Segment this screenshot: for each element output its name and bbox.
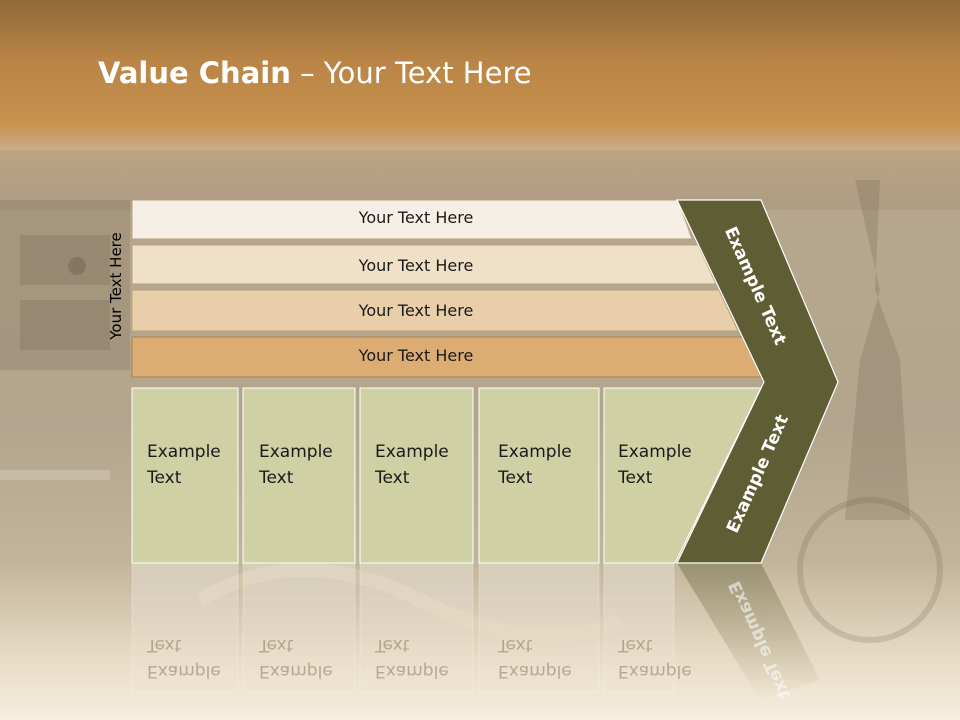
box-text-2-line1: Example	[259, 442, 333, 462]
box-2	[242, 387, 356, 564]
box-text-4-reflection-line1: Example	[498, 661, 572, 681]
box-reflection-4	[478, 562, 600, 694]
band-2	[131, 244, 717, 285]
box-reflection-2	[242, 562, 356, 694]
box-text-1-reflection: Example Text	[147, 632, 221, 684]
chevron-arrow	[676, 199, 839, 564]
box-text-5-line2: Text	[618, 468, 653, 488]
band-label-4: Your Text Here	[358, 346, 474, 365]
box-reflection-1	[131, 562, 239, 694]
reflection-group	[131, 562, 820, 700]
box-4	[478, 387, 600, 564]
box-text-2-reflection-line2: Text	[259, 635, 294, 655]
box-text-4-line2: Text	[498, 468, 533, 488]
band-1	[131, 199, 693, 240]
box-text-5-reflection: Example Text	[618, 632, 692, 684]
box-text-1-line1: Example	[147, 442, 221, 462]
box-reflection-5	[603, 562, 675, 694]
page-title: Value Chain – Your Text Here	[98, 56, 532, 90]
box-text-3-line1: Example	[375, 442, 449, 462]
box-text-4-reflection-line2: Text	[498, 635, 533, 655]
box-text-3-reflection: Example Text	[375, 632, 449, 684]
box-text-5-reflection-line1: Example	[618, 661, 692, 681]
box-text-3-reflection-line1: Example	[375, 661, 449, 681]
box-text-3-reflection-line2: Text	[375, 635, 410, 655]
box-5	[603, 387, 762, 564]
box-text-3-line2: Text	[375, 468, 410, 488]
title-bold: Value Chain	[98, 56, 291, 90]
box-text-2-line2: Text	[259, 468, 294, 488]
box-1	[131, 387, 239, 564]
box-3	[359, 387, 474, 564]
box-text-1-line2: Text	[147, 468, 182, 488]
box-text-5-line1: Example	[618, 442, 692, 462]
box-text-2-reflection: Example Text	[259, 632, 333, 684]
band-label-3: Your Text Here	[358, 301, 474, 320]
arrow-reflection	[677, 563, 820, 700]
band-label-2: Your Text Here	[358, 256, 474, 275]
title-rest: – Your Text Here	[290, 56, 532, 90]
box-text-1-reflection-line2: Text	[147, 635, 182, 655]
box-text-4-reflection: Example Text	[498, 632, 572, 684]
band-label-1: Your Text Here	[358, 208, 474, 227]
box-text-2-reflection-line1: Example	[259, 661, 333, 681]
band-3	[131, 289, 739, 332]
box-text-4-line1: Example	[498, 442, 572, 462]
box-text-5-reflection-line2: Text	[618, 635, 653, 655]
box-text-1-reflection-line1: Example	[147, 661, 221, 681]
